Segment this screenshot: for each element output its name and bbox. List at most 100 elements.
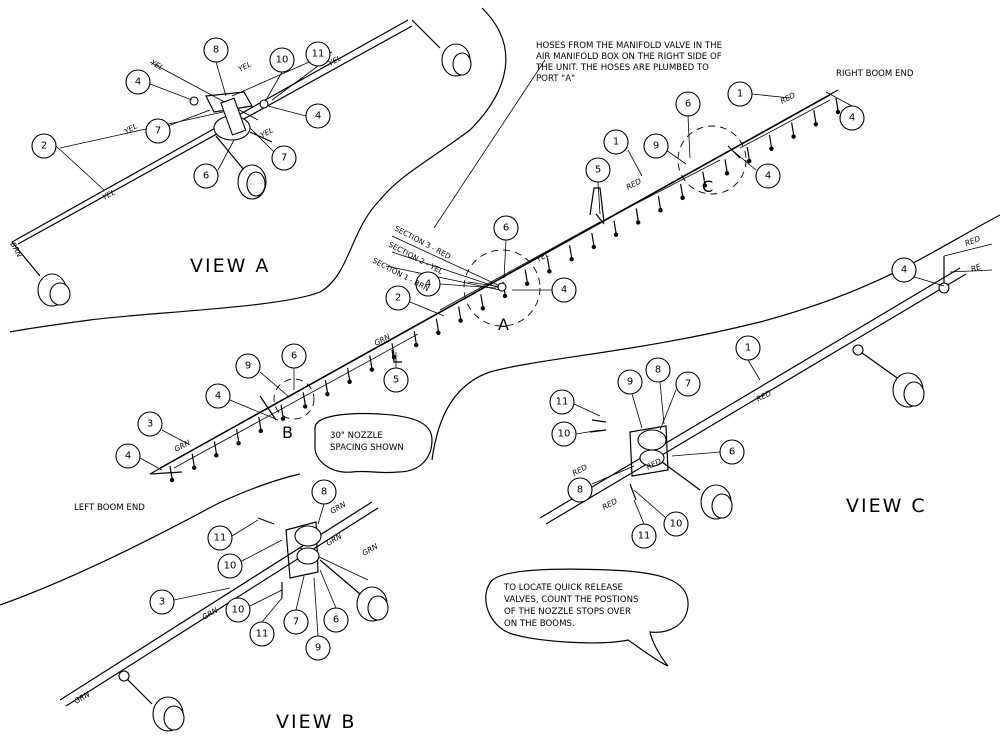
nozzle-tip bbox=[525, 281, 530, 286]
callout-leader bbox=[231, 519, 259, 537]
nozzle-drop bbox=[524, 269, 528, 282]
callout-number: 11 bbox=[256, 629, 269, 640]
detail-letter-b: B bbox=[282, 423, 293, 442]
callout-leader bbox=[317, 503, 325, 525]
hose-tag-yel: YEL bbox=[259, 125, 275, 139]
nozzle-drop bbox=[236, 429, 240, 442]
nozzle-tip bbox=[436, 330, 441, 335]
quick-release-bubble bbox=[485, 568, 689, 667]
nozzle-drop bbox=[680, 183, 684, 196]
view-a-assembly bbox=[11, 19, 472, 307]
callout-number: 5 bbox=[393, 375, 399, 386]
callouts-view-c: 4 1 11 9 8 7 10 6 8 10 11 bbox=[549, 257, 917, 549]
callout-balloon bbox=[31, 133, 57, 159]
callout-leader bbox=[261, 597, 283, 623]
quick-release-note: TO LOCATE QUICK RELEASE VALVES, COUNT TH… bbox=[503, 583, 638, 629]
callout-number: 4 bbox=[125, 451, 131, 462]
callout-number: 8 bbox=[321, 487, 327, 498]
callout-number: 4 bbox=[765, 171, 771, 182]
callout-leader bbox=[659, 381, 665, 425]
nozzle-drop bbox=[635, 208, 639, 221]
callout-number: 2 bbox=[395, 293, 401, 304]
nozzle-drop bbox=[613, 220, 617, 233]
callout-number: 1 bbox=[745, 343, 751, 354]
callout-number: 11 bbox=[312, 49, 325, 60]
callout-leader bbox=[627, 149, 643, 177]
callout-leader bbox=[295, 575, 305, 611]
nozzle-drop bbox=[435, 318, 439, 331]
view-c-title: VIEW C bbox=[846, 495, 927, 517]
callout-number: 10 bbox=[276, 55, 289, 66]
nozzle-drop bbox=[391, 343, 395, 356]
callout-number: 4 bbox=[561, 285, 567, 296]
detail-letter-c: C bbox=[702, 177, 713, 196]
detail-circle-c: C bbox=[677, 125, 747, 196]
nozzle-tip bbox=[347, 379, 352, 385]
callout-number: 9 bbox=[627, 377, 633, 388]
callout-number: 3 bbox=[159, 597, 165, 608]
callout-leader bbox=[633, 489, 667, 519]
nozzle-drop bbox=[724, 159, 728, 172]
callouts-view-a: 8 10 11 4 4 2 7 7 6 bbox=[31, 37, 331, 189]
callout-number: 1 bbox=[613, 137, 619, 148]
callouts-view-b: 8 11 10 3 10 11 7 6 9 bbox=[149, 479, 349, 661]
nozzle-tip bbox=[636, 220, 641, 225]
callout-number: 6 bbox=[291, 351, 297, 362]
nozzle-drop bbox=[369, 355, 373, 368]
nozzle-drop bbox=[768, 134, 772, 147]
hose-tag-re: RE bbox=[970, 262, 983, 274]
callout-number: 6 bbox=[203, 171, 209, 182]
callout-number: 10 bbox=[670, 519, 683, 530]
callout-number: 7 bbox=[281, 153, 287, 164]
hose-tag-red: RED bbox=[571, 462, 589, 477]
manifold-note: HOSES FROM THE MANIFOLD VALVE IN THE AIR… bbox=[535, 41, 722, 84]
callout-leader bbox=[575, 429, 601, 435]
view-c-assembly bbox=[539, 243, 993, 525]
nozzle-drop bbox=[791, 122, 795, 135]
note-line: THE UNIT. THE HOSES ARE PLUMBED TO bbox=[535, 63, 709, 73]
nozzle-drop bbox=[480, 294, 484, 307]
nozzle-drop bbox=[813, 110, 817, 123]
nozzle-tip bbox=[613, 232, 619, 237]
hose-tag-red: RED bbox=[625, 176, 643, 191]
hose-tag-grn: GRN bbox=[201, 605, 220, 621]
callout-number: 2 bbox=[41, 141, 47, 152]
callout-number: 4 bbox=[215, 391, 221, 402]
callout-leader bbox=[747, 359, 761, 381]
nozzle-tip bbox=[414, 342, 419, 348]
callout-number: 3 bbox=[147, 419, 153, 430]
callout-number: 9 bbox=[315, 643, 321, 654]
callout-leader bbox=[267, 105, 307, 117]
manifold-leader bbox=[433, 59, 546, 229]
callout-leader bbox=[665, 149, 687, 165]
callout-number: 6 bbox=[685, 99, 691, 110]
callout-number: 10 bbox=[558, 429, 571, 440]
nozzle-drop bbox=[657, 196, 661, 209]
nozzle-tip bbox=[547, 269, 552, 274]
callout-leader bbox=[167, 109, 211, 127]
callout-leader bbox=[671, 451, 721, 457]
callout-number: 7 bbox=[293, 617, 299, 628]
callout-leader bbox=[249, 589, 283, 607]
callout-leader bbox=[173, 587, 231, 601]
hose-tag-red: RED bbox=[964, 234, 982, 248]
main-boom bbox=[149, 89, 839, 475]
nozzle-tip bbox=[591, 244, 596, 250]
detail-circle-a: A bbox=[463, 249, 541, 334]
nozzle-drop bbox=[324, 380, 328, 393]
nozzle-drop bbox=[213, 441, 217, 454]
callout-leader bbox=[573, 403, 601, 417]
hose-tag-red: RED bbox=[779, 90, 797, 105]
callout-leader bbox=[161, 429, 189, 445]
note-line: ON THE BOOMS. bbox=[504, 619, 575, 629]
nozzle-tip bbox=[702, 183, 707, 188]
nozzle-tip bbox=[458, 318, 463, 323]
hose-tag-grn: GRN bbox=[325, 531, 344, 547]
nozzle-drop bbox=[191, 453, 195, 466]
callout-leader bbox=[139, 457, 163, 471]
note-line: SPACING SHOWN bbox=[330, 443, 404, 453]
callout-number: 5 bbox=[595, 165, 601, 176]
nozzle-drop bbox=[591, 232, 595, 246]
callout-leader bbox=[503, 239, 507, 279]
